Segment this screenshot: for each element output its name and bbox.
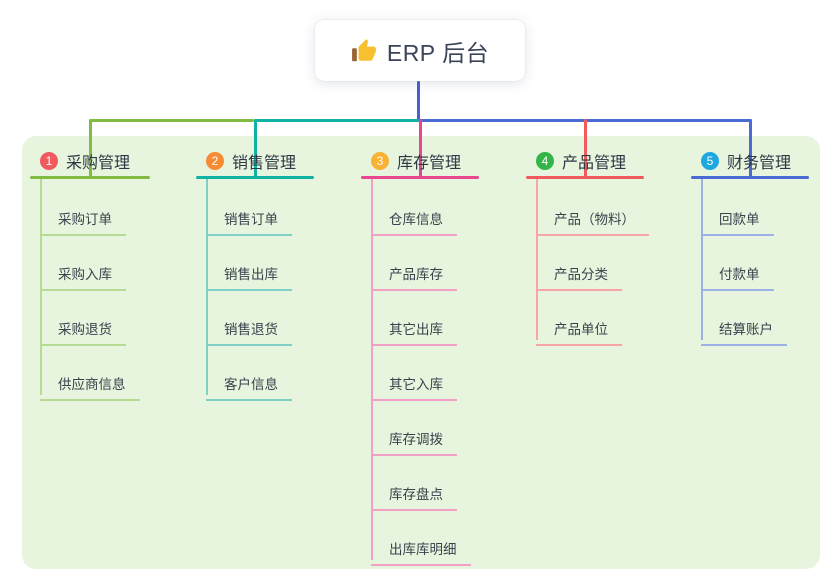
branch-spine-line xyxy=(371,179,373,560)
root-trunk-line xyxy=(417,81,420,122)
branch-underline xyxy=(526,176,644,179)
branch-header-2[interactable]: 2 销售管理 xyxy=(196,146,314,176)
child-node[interactable]: 销售退货 xyxy=(206,304,292,346)
branch-spine-line xyxy=(536,179,538,340)
branch-label: 库存管理 xyxy=(397,155,462,172)
branch-drop-line xyxy=(749,119,752,179)
child-node[interactable]: 销售出库 xyxy=(206,249,292,291)
branch-spine-line xyxy=(206,179,208,395)
child-node[interactable]: 库存调拨 xyxy=(371,414,457,456)
child-node[interactable]: 采购订单 xyxy=(40,194,126,236)
child-node[interactable]: 供应商信息 xyxy=(40,359,140,401)
branch-underline xyxy=(361,176,479,179)
child-node[interactable]: 产品库存 xyxy=(371,249,457,291)
child-node[interactable]: 产品分类 xyxy=(536,249,622,291)
branch-badge: 4 xyxy=(536,152,554,170)
branch-label: 采购管理 xyxy=(66,155,131,172)
branch-drop-line xyxy=(89,119,92,179)
branch-drop-line xyxy=(254,119,257,179)
child-node[interactable]: 库存盘点 xyxy=(371,469,457,511)
branch-label: 产品管理 xyxy=(562,155,627,172)
child-node[interactable]: 产品单位 xyxy=(536,304,622,346)
branches-panel xyxy=(22,136,820,569)
child-node[interactable]: 结算账户 xyxy=(701,304,787,346)
child-node[interactable]: 客户信息 xyxy=(206,359,292,401)
branch-drop-line xyxy=(419,119,422,179)
child-node[interactable]: 出库库明细 xyxy=(371,524,471,566)
child-node[interactable]: 其它入库 xyxy=(371,359,457,401)
branch-badge: 1 xyxy=(40,152,58,170)
child-node[interactable]: 采购退货 xyxy=(40,304,126,346)
branch-badge: 2 xyxy=(206,152,224,170)
child-node[interactable]: 付款单 xyxy=(701,249,774,291)
branch-drop-line xyxy=(584,119,587,179)
child-node[interactable]: 销售订单 xyxy=(206,194,292,236)
bus-segment xyxy=(254,119,419,122)
branch-underline xyxy=(30,176,150,179)
bus-segment xyxy=(89,119,254,122)
root-node[interactable]: ERP 后台 xyxy=(315,20,525,81)
thumbs-up-icon xyxy=(351,38,376,61)
branch-label: 销售管理 xyxy=(232,155,297,172)
branch-underline xyxy=(196,176,314,179)
child-node[interactable]: 其它出库 xyxy=(371,304,457,346)
branch-header-5[interactable]: 5 财务管理 xyxy=(691,146,809,176)
branch-label: 财务管理 xyxy=(727,155,792,172)
branch-spine-line xyxy=(40,179,42,395)
root-label: ERP 后台 xyxy=(386,39,490,66)
branch-badge: 5 xyxy=(701,152,719,170)
child-node[interactable]: 回款单 xyxy=(701,194,774,236)
branch-header-4[interactable]: 4 产品管理 xyxy=(526,146,644,176)
child-node[interactable]: 采购入库 xyxy=(40,249,126,291)
branch-spine-line xyxy=(701,179,703,340)
branch-underline xyxy=(691,176,809,179)
branch-header-3[interactable]: 3 库存管理 xyxy=(361,146,479,176)
branch-header-1[interactable]: 1 采购管理 xyxy=(30,146,150,176)
child-node[interactable]: 仓库信息 xyxy=(371,194,457,236)
branch-badge: 3 xyxy=(371,152,389,170)
child-node[interactable]: 产品（物料） xyxy=(536,194,649,236)
